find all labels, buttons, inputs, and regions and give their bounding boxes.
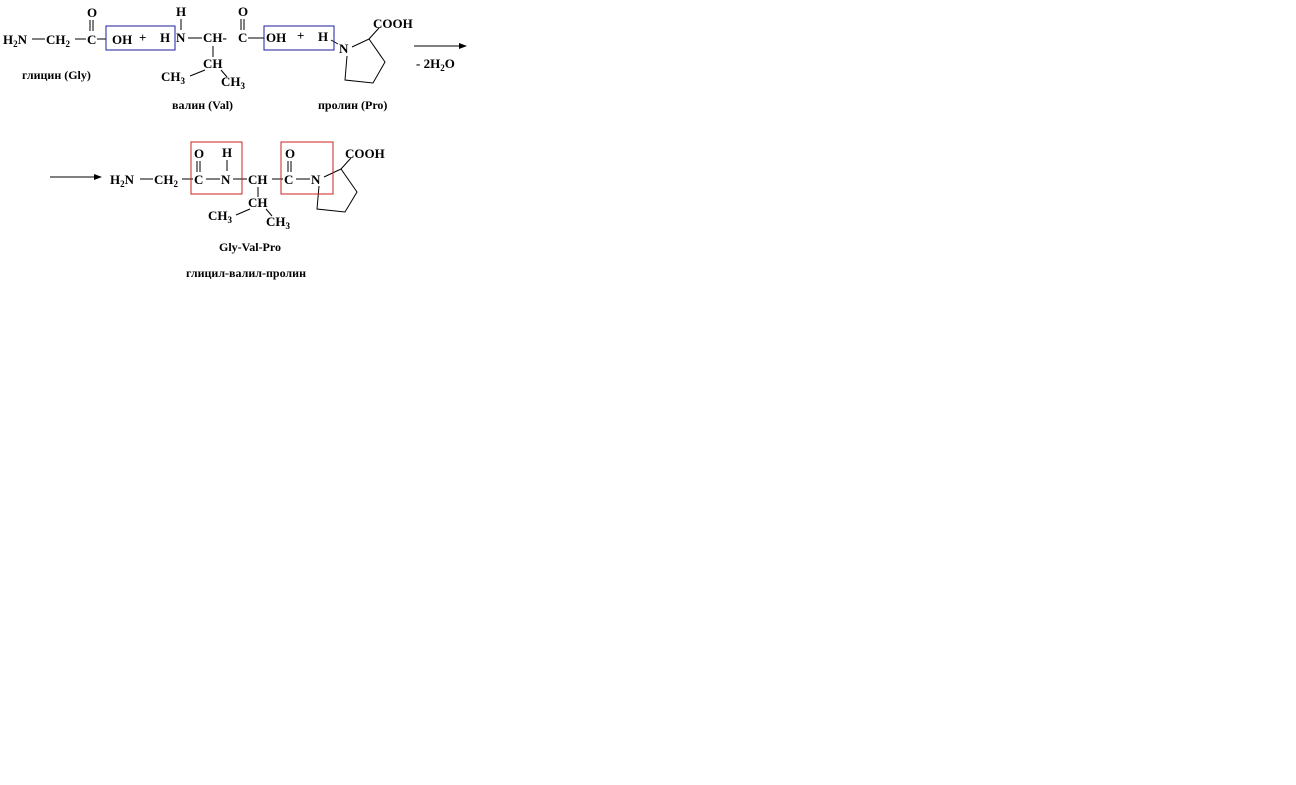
product-carbonyl-carbon-1: C <box>194 172 203 187</box>
product-carbonyl-oxygen-2: O <box>285 146 295 161</box>
glycine-amino-group: H2N <box>3 32 28 49</box>
continuation-arrow <box>50 174 102 180</box>
plus-sign-2: + <box>297 28 304 43</box>
valine-carbonyl-carbon: C <box>238 30 247 45</box>
reaction-condition: - 2H2O <box>416 56 455 73</box>
product-side-chain-ch: CH <box>248 195 268 210</box>
product-carboxyl: COOH <box>345 146 385 161</box>
bond <box>265 208 273 217</box>
valine-nitrogen: N <box>176 30 186 45</box>
peptide-bond-highlight-box-1 <box>190 141 243 195</box>
valine-hydroxyl: OH <box>266 30 286 45</box>
proline-ring <box>344 38 386 84</box>
product-proline-nitrogen: N <box>311 172 321 187</box>
valine-carbonyl-oxygen: O <box>238 4 248 19</box>
bond <box>235 208 251 216</box>
plus-sign-1: + <box>139 30 146 45</box>
bond <box>189 69 206 77</box>
product-amide-nitrogen: N <box>221 172 231 187</box>
product-short-name: Gly-Val-Pro <box>219 240 281 254</box>
product-amino-group: H2N <box>110 172 135 189</box>
peptide-bond-highlight-box-2 <box>280 141 334 195</box>
glycine-methylene: CH2 <box>46 32 71 49</box>
glycine-carbonyl-oxygen: O <box>87 5 97 20</box>
arrow-head <box>94 174 102 180</box>
valine-label: валин (Val) <box>172 98 233 112</box>
reactants-row: H2N CH2 C O OH + H N H CH- C O OH <box>3 4 413 112</box>
product-carbonyl-carbon-2: C <box>284 172 293 187</box>
glycine-label: глицин (Gly) <box>22 68 91 82</box>
tripeptide-structure: H2N CH2 C O N H CH C O N COOH CH <box>110 145 385 231</box>
valine-structure: H N H CH- C O OH CH CH3 CH3 <box>160 4 286 91</box>
product-full-name: глицил-валил-пролин <box>186 266 306 280</box>
bond <box>220 69 228 78</box>
water-h-highlight-box <box>263 25 335 51</box>
proline-carboxyl: COOH <box>373 16 413 31</box>
bond <box>340 157 352 170</box>
glycine-structure: H2N CH2 C O OH <box>3 5 132 49</box>
proline-hydrogen: H <box>318 29 328 44</box>
glycine-hydroxyl: OH <box>112 32 132 47</box>
product-carbonyl-oxygen-1: O <box>194 146 204 161</box>
glycine-carbonyl-carbon: C <box>87 32 96 47</box>
valine-alpha-carbon: CH- <box>203 30 227 45</box>
water-oh-highlight-box <box>105 25 176 51</box>
reaction-arrow: - 2H2O <box>414 43 467 73</box>
valine-amino-hydrogen: H <box>160 30 170 45</box>
bond <box>368 27 380 40</box>
product-alpha-carbon: CH <box>248 172 268 187</box>
product-methyl-right: CH3 <box>266 214 291 231</box>
product-amide-hydrogen: H <box>222 145 232 160</box>
proline-label: пролин (Pro) <box>318 98 387 112</box>
valine-methyl-left: CH3 <box>161 69 186 86</box>
product-proline-ring <box>316 168 358 213</box>
proline-nitrogen: N <box>339 41 349 56</box>
arrow-head <box>459 43 467 49</box>
product-methylene: CH2 <box>154 172 179 189</box>
valine-side-chain-ch: CH <box>203 56 223 71</box>
product-methyl-left: CH3 <box>208 208 233 225</box>
valine-nitrogen-hydrogen: H <box>176 4 186 19</box>
valine-methyl-right: CH3 <box>221 74 246 91</box>
product-row: H2N CH2 C O N H CH C O N COOH CH <box>50 141 385 280</box>
